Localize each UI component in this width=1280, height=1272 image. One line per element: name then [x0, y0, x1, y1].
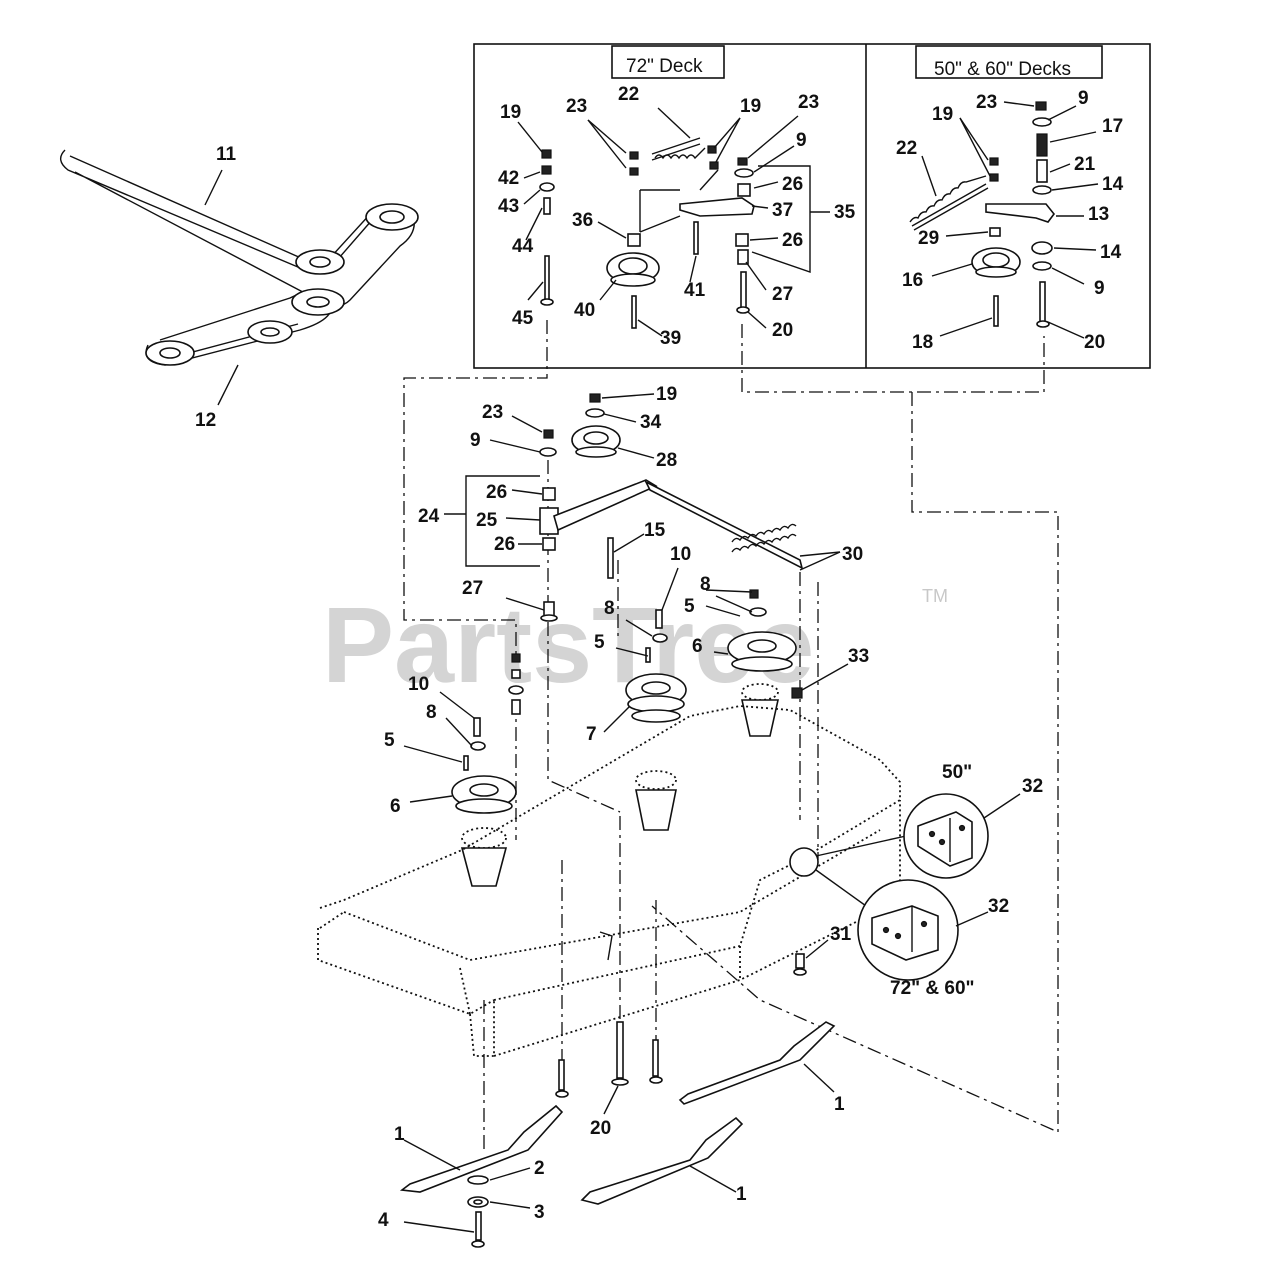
callout-5060-14b: 14: [1100, 242, 1122, 263]
callout-main-30: 30: [842, 544, 863, 565]
idler-assembly-parts: [451, 393, 804, 814]
inset-5060-parts: [909, 101, 1056, 328]
callout-5060-13: 13: [1088, 204, 1109, 225]
callout-main-8b: 8: [604, 598, 615, 619]
callout-main-1a: 1: [834, 1094, 845, 1115]
callout-main-27: 27: [462, 578, 483, 599]
bracket-50-caption: 50": [942, 762, 972, 783]
watermark-trademark: TM: [922, 586, 948, 606]
callout-main-2: 2: [534, 1158, 545, 1179]
callout-main-9: 9: [470, 430, 481, 451]
callout-main-23: 23: [482, 402, 503, 423]
callout-72-26b: 26: [782, 230, 803, 251]
callout-main-1b: 1: [394, 1124, 405, 1145]
callout-main-8c: 8: [426, 702, 437, 723]
callout-main-1c: 1: [736, 1184, 747, 1205]
callout-main-6b: 6: [390, 796, 401, 817]
callout-72-42: 42: [498, 168, 519, 189]
callout-72-41: 41: [684, 280, 706, 301]
inset-5060-title-box: [915, 45, 1103, 79]
belt-11-drawing: [60, 149, 419, 307]
callout-5060-19: 19: [932, 104, 953, 125]
callout-72-40: 40: [574, 300, 595, 321]
callout-main-19: 19: [656, 384, 677, 405]
callout-72-23a: 23: [566, 96, 587, 117]
inset-72-parts: [539, 137, 755, 329]
bracket-details: [789, 793, 989, 981]
callout-main-20: 20: [590, 1118, 611, 1139]
callout-5060-9b: 9: [1094, 278, 1105, 299]
callout-72-19b: 19: [740, 96, 761, 117]
callout-main-5b: 5: [594, 632, 605, 653]
callout-main-5c: 5: [384, 730, 395, 751]
callout-5060-9a: 9: [1078, 88, 1089, 109]
mower-deck-shell: [317, 705, 901, 1057]
bracket-7260-caption: 72" & 60": [890, 978, 975, 999]
connector-lines: [403, 320, 1059, 1150]
callout-main-26b: 26: [494, 534, 515, 555]
callout-main-24: 24: [418, 506, 440, 527]
callout-main-15: 15: [644, 520, 666, 541]
spindles: [460, 683, 779, 887]
callout-72-20: 20: [772, 320, 793, 341]
callout-main-25: 25: [476, 510, 498, 531]
callout-main-3: 3: [534, 1202, 545, 1223]
callout-5060-14a: 14: [1102, 174, 1124, 195]
callout-main-10b: 10: [408, 674, 429, 695]
inset-72-title-box: [611, 45, 725, 79]
callout-5060-16: 16: [902, 270, 923, 291]
callout-11: 11: [216, 144, 237, 165]
callout-main-32a: 32: [1022, 776, 1043, 797]
callout-main-5a: 5: [684, 596, 695, 617]
callout-72-45: 45: [512, 308, 534, 329]
callout-12: 12: [195, 410, 216, 431]
callout-main-4: 4: [378, 1210, 389, 1231]
callout-72-19a: 19: [500, 102, 521, 123]
callout-72-44: 44: [512, 236, 534, 257]
inset-5060-title: 50" & 60" Decks: [934, 59, 1071, 80]
inset-5060-leaders: [921, 101, 1099, 339]
callout-72-36: 36: [572, 210, 593, 231]
callout-main-34: 34: [640, 412, 662, 433]
belt-12-drawing: [145, 288, 345, 366]
inset-72-title: 72" Deck: [626, 56, 703, 77]
callout-main-6a: 6: [692, 636, 703, 657]
callout-main-10a: 10: [670, 544, 691, 565]
callout-72-23b: 23: [798, 92, 819, 113]
callout-5060-22: 22: [896, 138, 917, 159]
callout-main-8a: 8: [700, 574, 711, 595]
callout-5060-20: 20: [1084, 332, 1105, 353]
callout-72-22: 22: [618, 84, 639, 105]
callout-main-33: 33: [848, 646, 869, 667]
inset-frame: [473, 43, 1151, 369]
callout-5060-29: 29: [918, 228, 939, 249]
callout-72-26a: 26: [782, 174, 803, 195]
blades-and-bolts: [399, 1021, 836, 1248]
callout-5060-21: 21: [1074, 154, 1096, 175]
callout-main-32b: 32: [988, 896, 1009, 917]
callout-72-35: 35: [834, 202, 856, 223]
callout-72-27: 27: [772, 284, 793, 305]
callout-72-39: 39: [660, 328, 681, 349]
callout-72-37: 37: [772, 200, 793, 221]
inset-72-leaders: [517, 107, 830, 337]
main-leaders: [403, 393, 1021, 1233]
callout-72-9: 9: [796, 130, 807, 151]
callout-5060-18: 18: [912, 332, 933, 353]
callout-main-26a: 26: [486, 482, 507, 503]
callout-5060-23: 23: [976, 92, 997, 113]
callout-main-31: 31: [830, 924, 852, 945]
callout-5060-17: 17: [1102, 116, 1123, 137]
callout-main-7: 7: [586, 724, 597, 745]
callout-main-28: 28: [656, 450, 677, 471]
callout-72-43: 43: [498, 196, 519, 217]
